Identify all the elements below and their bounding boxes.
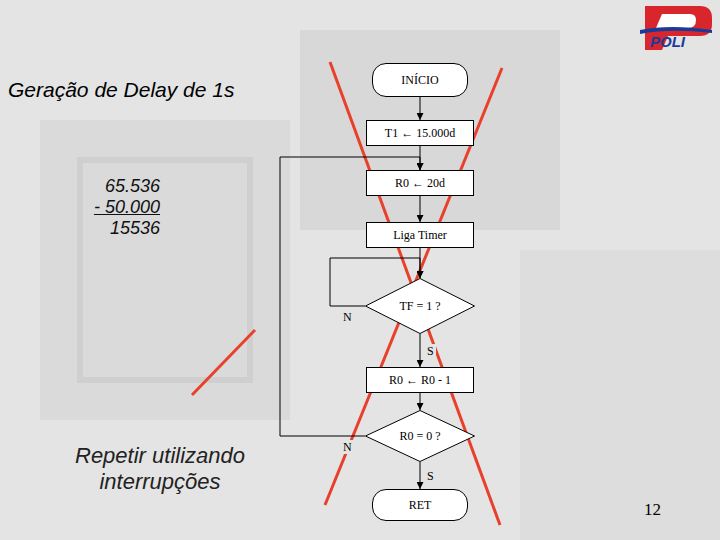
end-terminal: RET xyxy=(372,489,468,521)
branch-label: S xyxy=(425,344,436,358)
decision-diamond: R0 = 0 ? xyxy=(365,410,475,462)
process-box: T1 ← 15.000d xyxy=(366,120,474,146)
process-box: Liga Timer xyxy=(366,222,474,248)
exercise-note: Repetir utilizando interrupções xyxy=(40,443,280,495)
node-text: RET xyxy=(409,498,432,513)
decision-diamond: TF = 1 ? xyxy=(365,278,475,334)
page-number: 12 xyxy=(644,500,661,520)
chip-shade xyxy=(40,120,290,420)
start-terminal: INÍCIO xyxy=(372,63,468,97)
slide-title: Geração de Delay de 1s xyxy=(8,78,234,102)
node-text: Liga Timer xyxy=(393,228,447,243)
calc-result: 15536 xyxy=(110,218,160,239)
branch-label: S xyxy=(425,469,436,483)
strike-line xyxy=(192,330,255,395)
cross-out-line xyxy=(330,62,500,525)
process-box: R0 ← R0 - 1 xyxy=(366,367,474,393)
cross-out-line xyxy=(325,68,502,505)
flow-arrow xyxy=(420,393,421,410)
node-text: INÍCIO xyxy=(401,73,438,88)
chip-shade xyxy=(300,30,560,230)
flow-arrow xyxy=(420,196,421,222)
node-text: TF = 1 ? xyxy=(399,299,440,314)
node-text: R0 ← 20d xyxy=(395,176,445,191)
node-text: R0 = 0 ? xyxy=(399,429,440,444)
logo-p-hole xyxy=(656,14,696,28)
logo-swoosh xyxy=(640,27,712,34)
node-text: R0 ← R0 - 1 xyxy=(389,373,451,388)
logo-text: POLI xyxy=(650,33,685,50)
node-text: T1 ← 15.000d xyxy=(385,126,455,141)
calc-number: 65.536 xyxy=(105,176,160,197)
chip-shade xyxy=(520,250,720,540)
flow-arrow xyxy=(420,97,421,120)
flow-arrow xyxy=(420,462,421,489)
branch-label: N xyxy=(341,310,354,324)
flow-arrow xyxy=(420,334,421,367)
chip-outline xyxy=(80,160,250,380)
diamond-shape xyxy=(366,279,475,334)
branch-label: N xyxy=(341,440,354,454)
process-box: R0 ← 20d xyxy=(366,170,474,196)
calc-number: - 50.000 xyxy=(94,197,160,218)
diamond-shape xyxy=(366,411,475,462)
